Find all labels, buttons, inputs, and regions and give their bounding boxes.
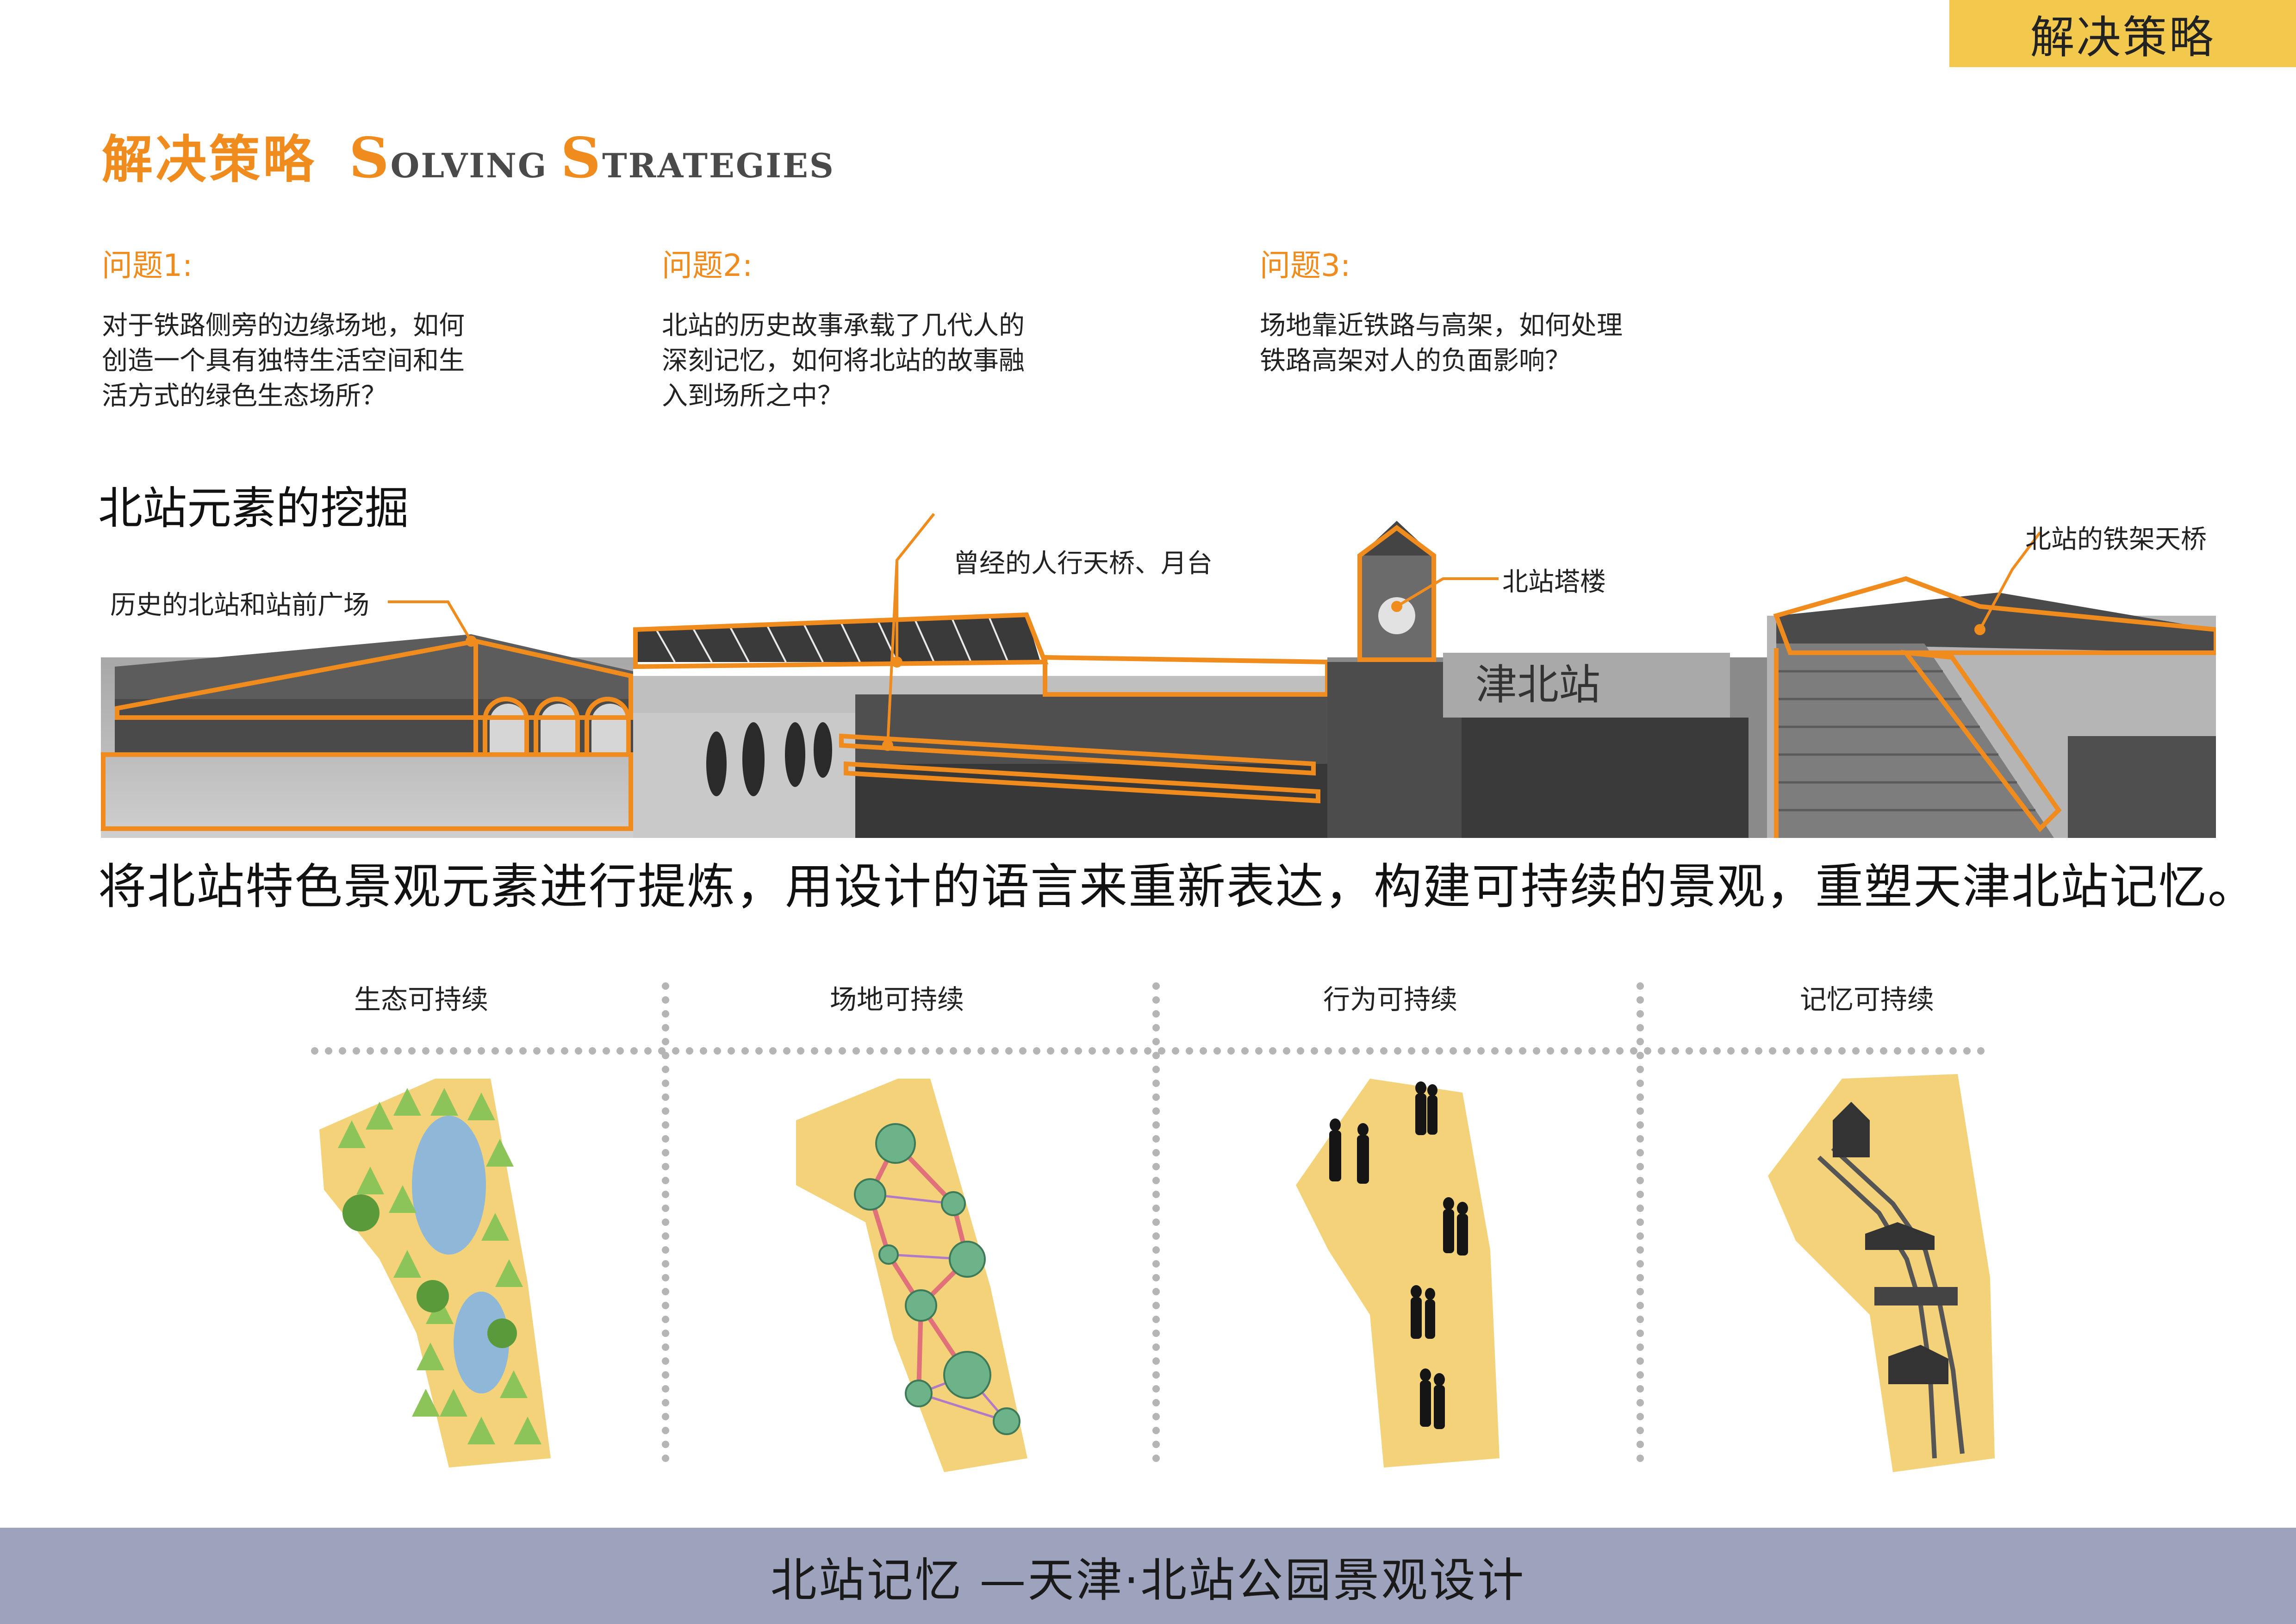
photo-station-plaza <box>101 634 633 838</box>
heading-en-rest-2: TRATEGIES <box>602 146 835 185</box>
photo-iron-bridge <box>1767 576 2216 838</box>
column-title-site: 场地可持续 <box>829 984 964 1015</box>
column-title-memory: 记忆可持续 <box>1799 984 1934 1015</box>
question-1-line-1: 对于铁路侧旁的边缘场地，如何 <box>102 311 465 341</box>
slogan: 将北站特色景观元素进行提炼，用设计的语言来重新表达，构建可持续的景观，重塑天津北… <box>98 858 2257 915</box>
diagram-memory <box>1768 1074 1995 1472</box>
question-2-title: 问题2: <box>662 248 753 283</box>
column-title-ecology: 生态可持续 <box>354 984 488 1015</box>
dotted-dividers <box>311 982 1989 1471</box>
section-tag: 解决策略 <box>1949 0 2296 67</box>
diagram-site <box>796 1079 1027 1472</box>
question-3-line-2: 铁路高架对人的负面影响？ <box>1260 346 1571 376</box>
question-1: 问题1: 对于铁路侧旁的边缘场地，如何 创造一个具有独特生活空间和生 活方式的绿… <box>102 241 611 414</box>
question-1-line-2: 创造一个具有独特生活空间和生 <box>102 346 465 376</box>
question-2-text: 北站的历史故事承载了几代人的 深刻记忆，如何将北站的故事融 入到场所之中？ <box>662 308 1171 414</box>
station-photo-strip: 津北站 <box>101 513 2216 838</box>
heading-en: SOLVING STRATEGIES <box>349 125 835 191</box>
question-1-text: 对于铁路侧旁的边缘场地，如何 创造一个具有独特生活空间和生 活方式的绿色生态场所… <box>102 308 611 414</box>
callout-plaza: 历史的北站和站前广场 <box>110 590 369 620</box>
question-1-line-3: 活方式的绿色生态场所？ <box>102 381 387 411</box>
station-sign: 津北站 <box>1475 661 1600 709</box>
section-title: 北站元素的挖掘 <box>98 482 409 534</box>
callout-tower: 北站塔楼 <box>1502 567 1606 597</box>
question-2-line-3: 入到场所之中？ <box>662 381 843 411</box>
diagram-behavior <box>1296 1079 1500 1468</box>
question-2-line-1: 北站的历史故事承载了几代人的 <box>662 311 1025 341</box>
photo-station-tower: 津北站 <box>1327 521 1767 838</box>
heading-en-cap-1: S <box>349 125 391 191</box>
photo-footbridge-platform <box>633 612 1330 838</box>
question-1-title: 问题1: <box>102 248 193 283</box>
question-2-line-2: 深刻记忆，如何将北站的故事融 <box>662 346 1025 376</box>
page-heading: 解决策略 SOLVING STRATEGIES <box>102 118 835 192</box>
diagram-ecology <box>319 1079 551 1468</box>
heading-en-cap-2: S <box>560 125 603 191</box>
callout-leaders <box>388 513 2041 746</box>
callout-footbridge: 曾经的人行天桥、月台 <box>953 549 1213 579</box>
question-3-line-1: 场地靠近铁路与高架，如何处理 <box>1260 311 1623 341</box>
question-3: 问题3: 场地靠近铁路与高架，如何处理 铁路高架对人的负面影响？ <box>1260 241 1769 379</box>
footer-title: 北站记忆 —天津·北站公园景观设计 <box>0 1528 2296 1624</box>
column-title-behavior: 行为可持续 <box>1323 984 1457 1015</box>
heading-en-rest-1: OLVING <box>390 146 548 185</box>
question-3-title: 问题3: <box>1260 248 1351 283</box>
question-3-text: 场地靠近铁路与高架，如何处理 铁路高架对人的负面影响？ <box>1260 308 1769 379</box>
callout-iron-bridge: 北站的铁架天桥 <box>2025 525 2207 555</box>
sustainability-diagrams <box>311 982 1995 1472</box>
heading-cn: 解决策略 <box>102 130 317 189</box>
question-2: 问题2: 北站的历史故事承载了几代人的 深刻记忆，如何将北站的故事融 入到场所之… <box>662 241 1171 414</box>
